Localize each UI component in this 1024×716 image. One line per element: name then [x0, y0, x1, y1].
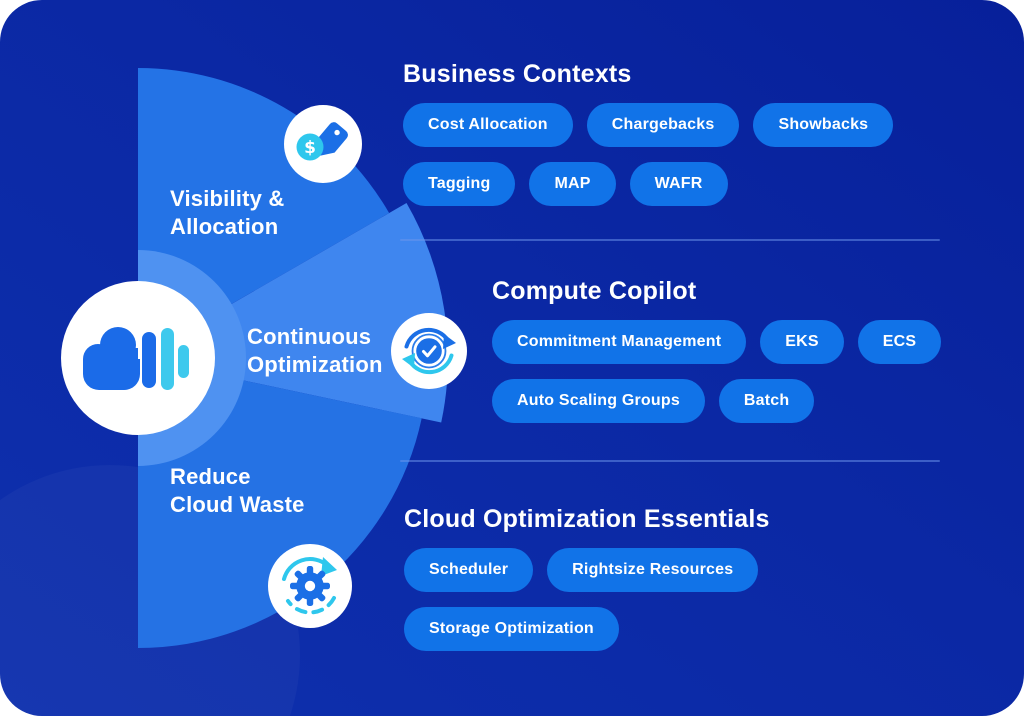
cloud-icon: [83, 327, 140, 390]
pill-batch: Batch: [718, 379, 815, 423]
logo-bar-cyan-short: [178, 345, 189, 378]
pill-eks: EKS: [760, 320, 844, 364]
pill-storage-optimization: Storage Optimization: [404, 607, 619, 651]
pill-scheduler: Scheduler: [404, 548, 534, 592]
wedge-label-reduce-cloud-waste: Reduce Cloud Waste: [170, 464, 305, 517]
pill-map: MAP: [529, 162, 616, 206]
pill-group: Commitment Management EKS ECS Auto Scali…: [492, 320, 954, 423]
logo-bar-cyan-tall: [161, 328, 174, 390]
pill-rightsize-resources: Rightsize Resources: [547, 548, 759, 592]
wedge-label-visibility-allocation: Visibility & Allocation: [170, 186, 285, 239]
dollar-circle: [296, 133, 324, 161]
price-tag-icon: $: [284, 105, 362, 183]
pill-cost-allocation: Cost Allocation: [403, 103, 573, 147]
gear-refresh-icon: [268, 544, 352, 628]
pill-chargebacks: Chargebacks: [586, 103, 740, 147]
section-title-compute-copilot: Compute Copilot: [492, 277, 697, 305]
logo-bar-blue: [142, 332, 156, 388]
sync-check-icon: [391, 313, 467, 389]
nops-logo: [61, 281, 215, 435]
wedge-label-continuous-optimization: Continuous Optimization: [247, 324, 383, 377]
section-divider: [400, 239, 940, 241]
pill-group: Cost Allocation Chargebacks Showbacks Ta…: [403, 103, 908, 206]
section-compute-copilot: Compute Copilot Commitment Management EK…: [492, 277, 954, 423]
section-divider: [400, 460, 940, 462]
pill-wafr: WAFR: [629, 162, 728, 206]
section-cloud-optimization-essentials: Cloud Optimization Essentials Scheduler …: [404, 505, 909, 651]
pill-group: Scheduler Rightsize Resources Storage Op…: [404, 548, 909, 651]
section-business-contexts: Business Contexts Cost Allocation Charge…: [403, 60, 908, 206]
pill-ecs: ECS: [857, 320, 942, 364]
svg-text:$: $: [304, 138, 316, 158]
section-title-cloud-optimization-essentials: Cloud Optimization Essentials: [404, 505, 770, 533]
pill-commitment-management: Commitment Management: [492, 320, 747, 364]
section-title-business-contexts: Business Contexts: [403, 60, 632, 88]
pill-auto-scaling-groups: Auto Scaling Groups: [492, 379, 705, 423]
pill-tagging: Tagging: [403, 162, 516, 206]
pill-showbacks: Showbacks: [753, 103, 894, 147]
